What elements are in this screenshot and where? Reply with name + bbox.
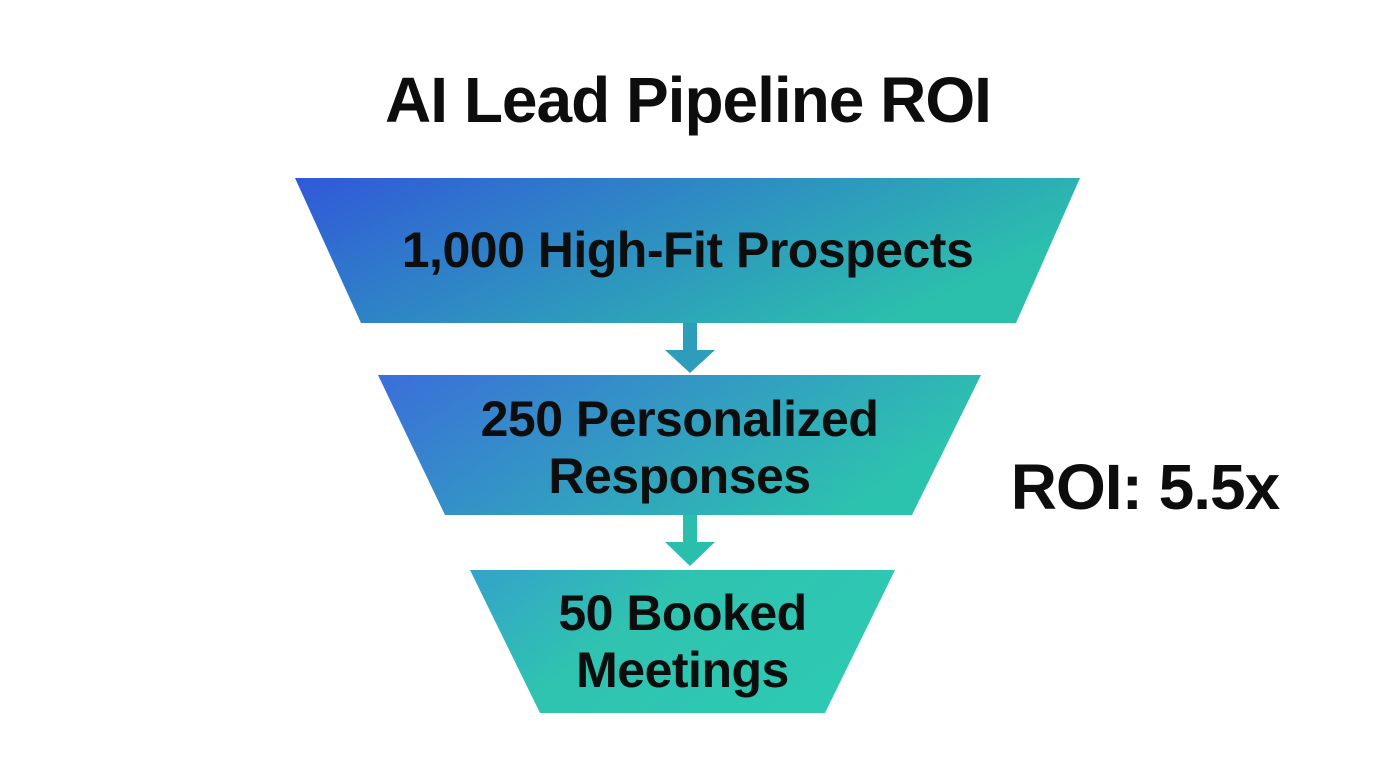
stage-2-text-line-1: 250 Personalized: [480, 391, 879, 447]
roi-annotation: ROI: 5.5x: [1010, 451, 1280, 523]
funnel-stage-1-label: 1,000 High-Fit Prospects: [295, 178, 1080, 323]
stage-2-text-line-2: Responses: [548, 448, 811, 504]
funnel-stage-3-label: 50 Booked Meetings: [470, 570, 895, 713]
stage-3-text-line-2: Meetings: [576, 641, 789, 698]
page-title: AI Lead Pipeline ROI: [385, 64, 992, 136]
arrow-down-icon-1: [665, 323, 715, 373]
stage-1-text: 1,000 High-Fit Prospects: [401, 222, 974, 278]
arrow-down-icon-2: [665, 515, 715, 566]
funnel-stage-2-shape: [378, 375, 981, 515]
funnel-stage-3-shape: [470, 570, 895, 713]
funnel-stage-1-shape: [295, 178, 1080, 323]
stage-3-text-line-1: 50 Booked: [558, 584, 807, 641]
funnel-stage-2-label: 250 Personalized Responses: [378, 375, 981, 521]
